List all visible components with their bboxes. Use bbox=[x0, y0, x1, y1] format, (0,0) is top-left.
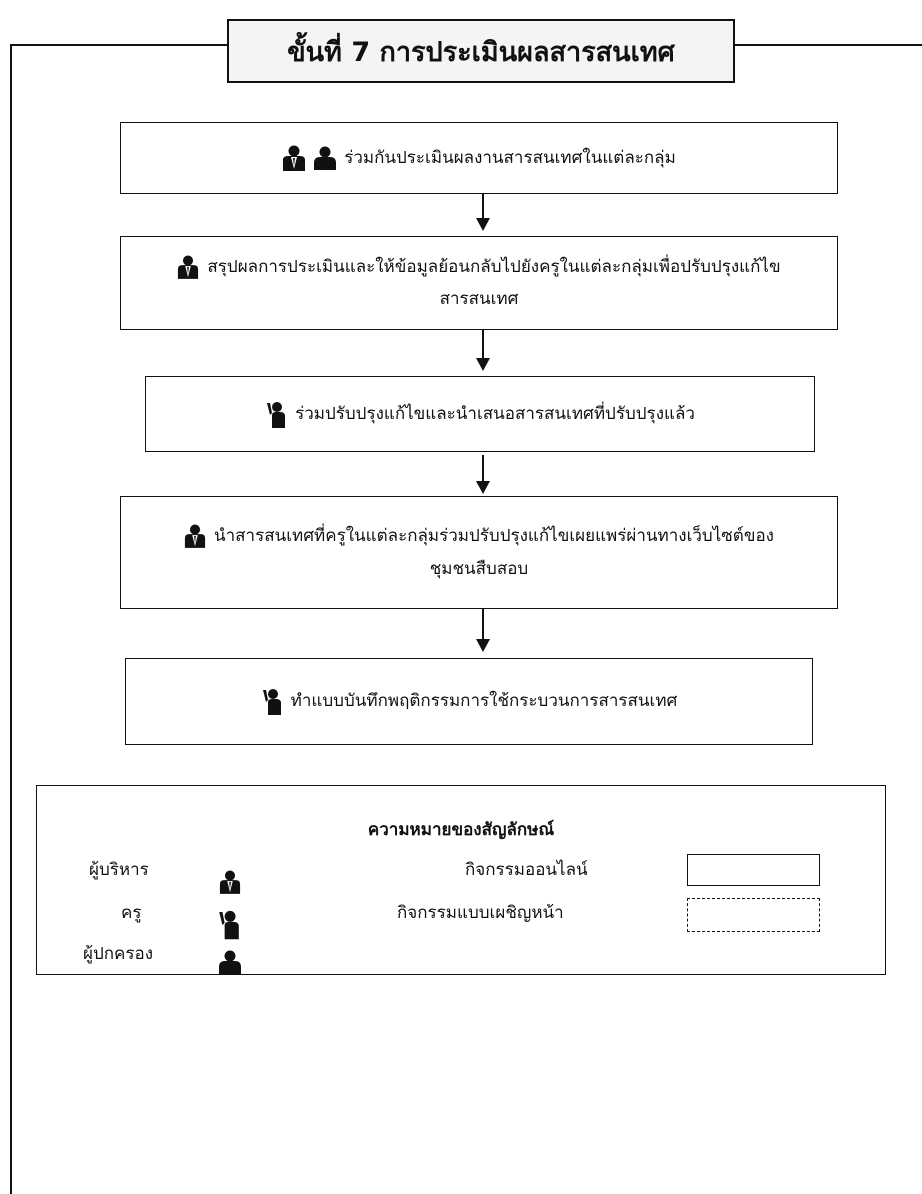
legend-title: ความหมายของสัญลักษณ์ bbox=[367, 820, 555, 840]
parent-icon bbox=[314, 146, 337, 170]
step-5-content: ทำแบบบันทึกพฤติกรรมการใช้กระบวนการสารสนเ… bbox=[261, 685, 678, 717]
teacher-icon bbox=[219, 910, 239, 940]
step-1-box: ร่วมกันประเมินผลงานสารสนเทศในแต่ละกลุ่ม bbox=[120, 122, 838, 194]
step-5-box: ทำแบบบันทึกพฤติกรรมการใช้กระบวนการสารสนเ… bbox=[125, 658, 813, 745]
frame-top-right bbox=[735, 44, 922, 46]
arrow-4 bbox=[476, 609, 490, 652]
teacher-icon bbox=[267, 401, 286, 428]
frame-left bbox=[10, 44, 12, 1194]
step-4-text: นำสารสนเทศที่ครูในแต่ละกลุ่มร่วมปรับปรุง… bbox=[214, 526, 774, 579]
step-1-content: ร่วมกันประเมินผลงานสารสนเทศในแต่ละกลุ่ม bbox=[282, 142, 676, 174]
step-2-content: สรุปผลการประเมินและให้ข้อมูลย้อนกลับไปยั… bbox=[161, 251, 797, 316]
arrow-1 bbox=[476, 194, 490, 231]
arrow-3 bbox=[476, 455, 490, 494]
legend-role-executive-label: ผู้บริหาร bbox=[89, 860, 149, 880]
executive-icon bbox=[184, 524, 206, 549]
parent-icon bbox=[219, 950, 241, 974]
executive-icon bbox=[283, 145, 306, 171]
arrow-2 bbox=[476, 330, 490, 371]
step-3-content: ร่วมปรับปรุงแก้ไขและนำเสนอสารสนเทศที่ปรั… bbox=[265, 398, 695, 430]
executive-icon bbox=[219, 870, 241, 894]
step-1-text: ร่วมกันประเมินผลงานสารสนเทศในแต่ละกลุ่ม bbox=[344, 147, 676, 168]
frame-top-left bbox=[10, 44, 227, 46]
legend-activity-f2f-label: กิจกรรมแบบเผชิญหน้า bbox=[397, 903, 564, 923]
step-3-box: ร่วมปรับปรุงแก้ไขและนำเสนอสารสนเทศที่ปรั… bbox=[145, 376, 815, 452]
legend-role-teacher-label: ครู bbox=[121, 903, 142, 923]
executive-icon bbox=[178, 255, 199, 279]
step-2-text: สรุปผลการประเมินและให้ข้อมูลย้อนกลับไปยั… bbox=[207, 256, 781, 309]
legend-solid-box bbox=[687, 854, 820, 886]
step-5-text: ทำแบบบันทึกพฤติกรรมการใช้กระบวนการสารสนเ… bbox=[290, 691, 678, 712]
teacher-icon bbox=[262, 689, 281, 716]
page-title: ขั้นที่ 7 การประเมินผลสารสนเทศ bbox=[227, 19, 735, 83]
legend-activity-online-label: กิจกรรมออนไลน์ bbox=[465, 860, 588, 880]
step-4-content: นำสารสนเทศที่ครูในแต่ละกลุ่มร่วมปรับปรุง… bbox=[165, 520, 793, 585]
legend-role-parent-label: ผู้ปกครอง bbox=[83, 944, 154, 964]
legend-dashed-box bbox=[687, 898, 820, 932]
step-2-box: สรุปผลการประเมินและให้ข้อมูลย้อนกลับไปยั… bbox=[120, 236, 838, 330]
step-4-box: นำสารสนเทศที่ครูในแต่ละกลุ่มร่วมปรับปรุง… bbox=[120, 496, 838, 609]
step-3-text: ร่วมปรับปรุงแก้ไขและนำเสนอสารสนเทศที่ปรั… bbox=[295, 403, 695, 424]
legend-box: ความหมายของสัญลักษณ์ ผู้บริหาร ครู ผู้ปก… bbox=[36, 785, 886, 975]
page-title-text: ขั้นที่ 7 การประเมินผลสารสนเทศ bbox=[287, 36, 675, 68]
